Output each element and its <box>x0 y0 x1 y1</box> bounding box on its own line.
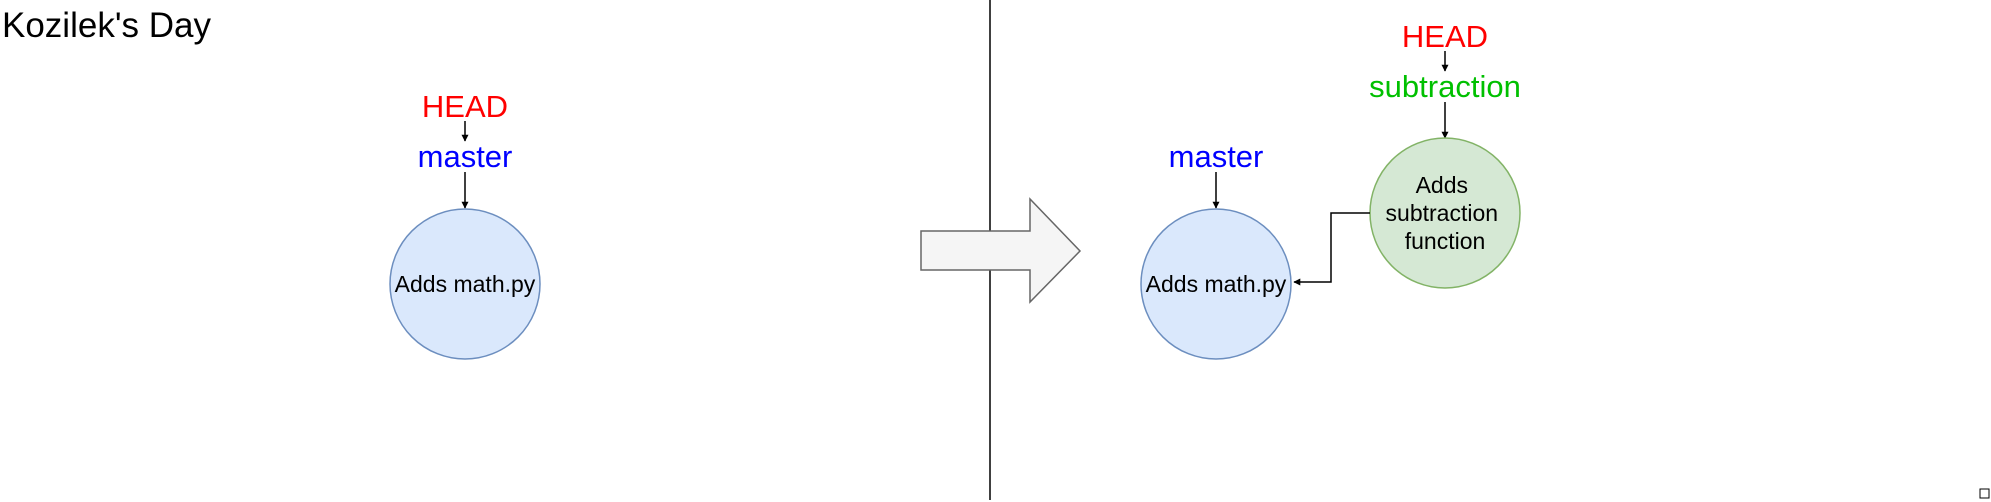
subtraction-commit-label: Adds subtraction function <box>1386 172 1505 254</box>
before-master-branch-label: master <box>418 139 513 174</box>
canvas-resize-handle[interactable] <box>1979 488 1990 499</box>
before-commit-label: Adds math.py <box>395 271 536 297</box>
after-head-label: HEAD <box>1402 19 1488 54</box>
transition-arrow <box>920 197 1082 304</box>
subtraction-commit-label-line-1: Adds <box>1416 172 1468 198</box>
parent-commit-arrow <box>1293 212 1370 286</box>
after-master-commit-node <box>1140 208 1292 360</box>
subtraction-commit-label-line-2: subtraction <box>1386 200 1499 226</box>
after-master-branch-label: master <box>1169 139 1264 174</box>
after-master-commit-label: Adds math.py <box>1146 271 1287 297</box>
subtraction-commit-label-line-3: function <box>1405 228 1486 254</box>
subtraction-branch-label: subtraction <box>1369 69 1521 104</box>
diagram-title: Kozilek's Day <box>2 6 211 45</box>
before-commit-node <box>389 208 541 360</box>
before-head-label: HEAD <box>422 89 508 124</box>
